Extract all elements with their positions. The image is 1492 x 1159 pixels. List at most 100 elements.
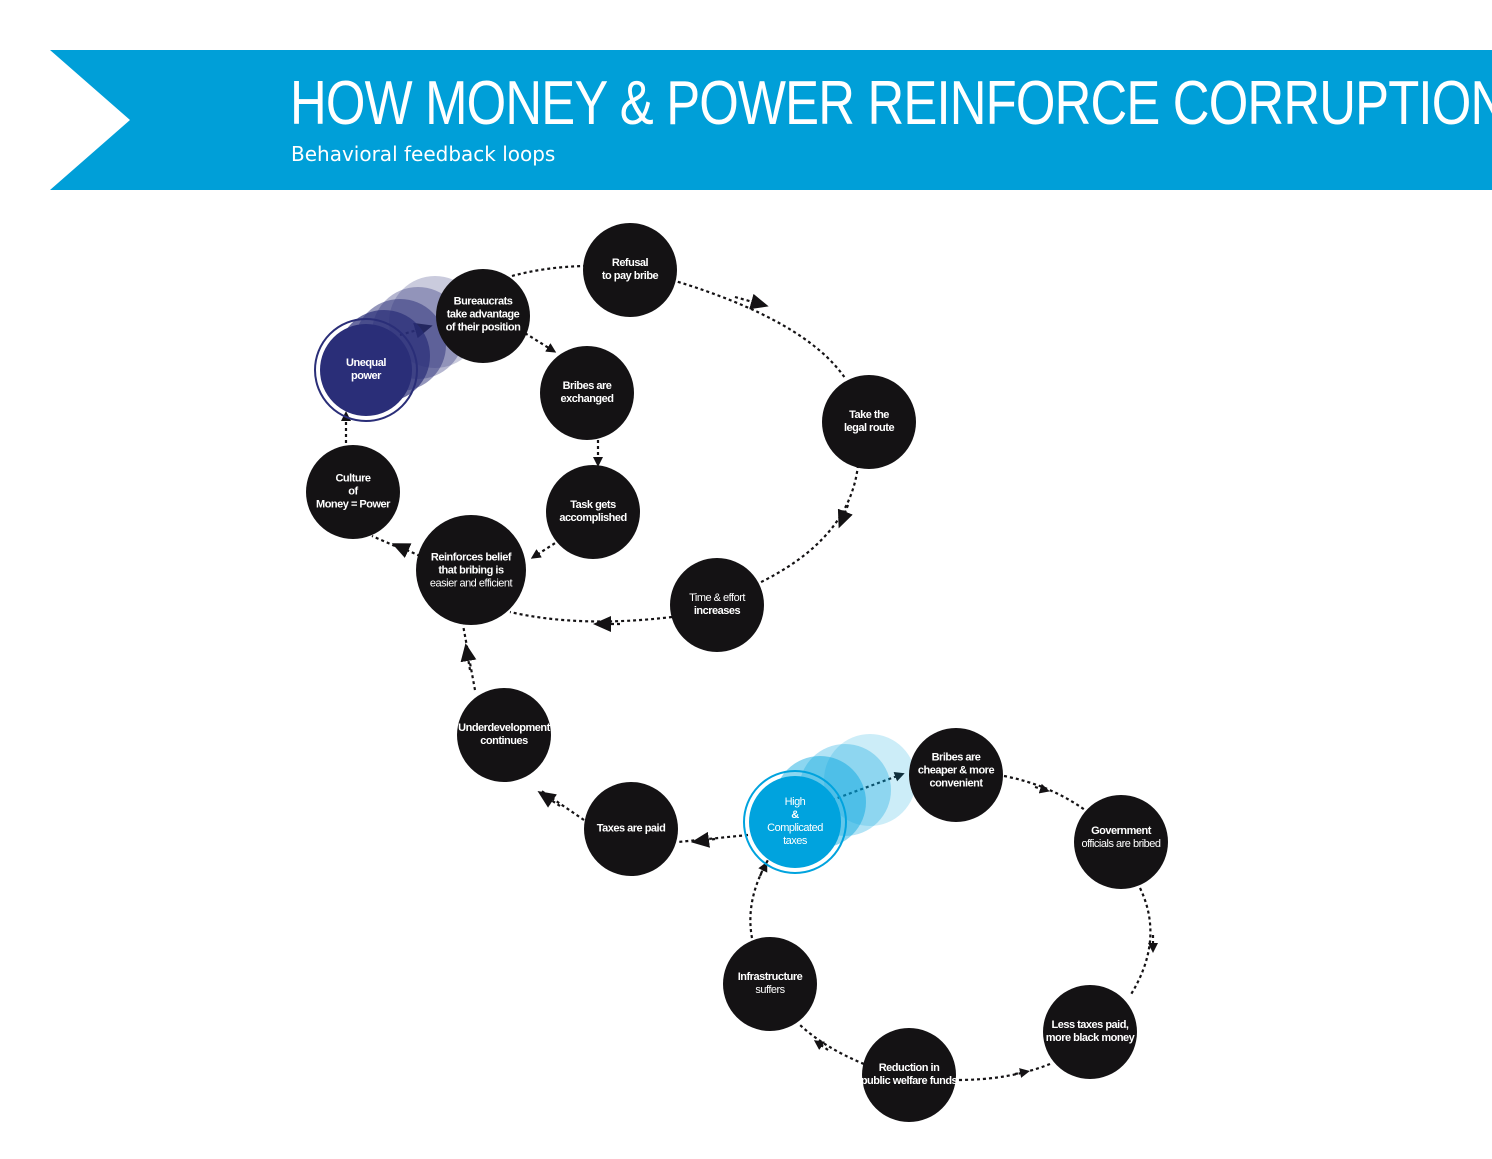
node-officials-bribed — [1074, 795, 1168, 889]
label-line: & — [791, 809, 799, 821]
label-bureaucrats: Bureaucrats take advantage of their posi… — [446, 296, 521, 335]
edge-reinforces-culture — [391, 543, 421, 558]
edge-high-taxes-paid-arrow — [691, 831, 716, 848]
label-line: Complicated — [767, 822, 823, 834]
edge-cheaper-officials — [1003, 774, 1086, 811]
node-less-taxes — [1043, 985, 1137, 1079]
node-reinforces — [416, 515, 526, 625]
edge-refusal-legal-route-arrow — [734, 293, 769, 310]
label-line: easier and efficient — [429, 577, 513, 590]
label-line: accomplished — [559, 512, 627, 524]
label-time-effort: Time & effort increases — [689, 592, 745, 618]
node-culture — [306, 445, 400, 539]
edge-refusal-legal-route — [671, 278, 846, 379]
edge-officials-less-taxes — [1129, 887, 1152, 997]
node-bureaucrats — [436, 269, 530, 363]
label-line: Refusal — [611, 257, 649, 269]
node-high-taxes-ring — [743, 770, 847, 874]
label-line: legal route — [843, 422, 895, 434]
label-line: Taxes are paid — [596, 822, 666, 835]
edge-task-reinforces — [530, 539, 561, 559]
edge-reduction-infrastructure-arrow — [813, 1040, 829, 1051]
label-refusal: Refusal to pay bribe — [601, 257, 659, 283]
node-legal-route — [822, 375, 916, 469]
edge-less-taxes-reduction-arrow — [1014, 1068, 1030, 1078]
label-infrastructure: Infrastructure suffers — [738, 971, 803, 997]
edge-taxes-underdev — [539, 789, 585, 821]
banner-shape — [50, 50, 1492, 190]
label-line: more black money — [1045, 1032, 1135, 1044]
label-line: suffers — [755, 984, 785, 996]
label-line: Bureaucrats — [453, 295, 513, 308]
label-line: Unequal — [346, 357, 386, 369]
node-reduction — [862, 1028, 956, 1122]
label-line: convenient — [929, 777, 983, 790]
label-taxes-paid: Taxes are paid — [597, 823, 666, 836]
label-culture: Culture of Money = Power — [316, 473, 390, 512]
label-line: Culture — [335, 472, 371, 485]
nodes — [306, 223, 1168, 1122]
label-task: Task gets accomplished — [559, 499, 627, 525]
trail-circle — [824, 734, 916, 826]
label-line: Less taxes paid, — [1051, 1019, 1129, 1031]
edge-high-bribes-cheaper — [831, 772, 905, 802]
label-line: exchanged — [560, 393, 614, 405]
edge-infrastructure-high-arrow — [758, 861, 768, 877]
label-officials-bribed: Government officials are bribed — [1081, 825, 1161, 851]
label-high-taxes: High & Complicated taxes — [767, 796, 823, 848]
label-legal-route: Take the legal route — [843, 409, 895, 435]
edge-bureaucrats-refusal — [511, 264, 585, 278]
label-line: Task gets — [570, 499, 616, 511]
node-unequal-power — [320, 324, 412, 416]
label-line: Government — [1091, 825, 1151, 837]
label-line: to pay bribe — [601, 270, 659, 282]
edge-less-taxes-reduction — [956, 1062, 1051, 1082]
page-subtitle: Behavioral feedback loops — [291, 142, 556, 166]
label-line: Infrastructure — [737, 971, 803, 983]
label-line: power — [351, 370, 381, 382]
edge-infrastructure-high — [749, 859, 769, 939]
node-task — [546, 465, 640, 559]
label-bribes-cheaper: Bribes are cheaper & more convenient — [917, 751, 995, 791]
node-underdevelopment — [457, 688, 551, 782]
label-reduction: Reduction in public welfare funds — [861, 1062, 958, 1088]
label-line: Reduction in — [878, 1062, 940, 1074]
label-unequal-power: Unequal power — [346, 357, 386, 383]
banner-ribbon — [50, 50, 1492, 190]
edge-reduction-infrastructure — [799, 1024, 865, 1066]
page-title: HOW MONEY & POWER REINFORCE CORRUPTION — [290, 69, 1492, 138]
node-refusal — [583, 223, 677, 317]
label-reinforces: Reinforces belief that bribing is easier… — [429, 551, 513, 591]
label-line: cheaper & more — [917, 764, 995, 777]
label-less-taxes: Less taxes paid, more black money — [1046, 1019, 1135, 1045]
label-line: take advantage — [446, 308, 520, 321]
label-line: taxes — [783, 835, 807, 847]
label-line: increases — [693, 605, 741, 617]
node-unequal-power-ring — [314, 318, 418, 422]
label-line: Take the — [849, 409, 889, 421]
node-bribes-cheaper — [909, 728, 1003, 822]
node-taxes-paid — [584, 782, 678, 876]
edge-time-reinforces — [509, 610, 673, 623]
edge-cheaper-officials-arrow — [1034, 783, 1050, 794]
node-infrastructure — [723, 937, 817, 1031]
label-line: Underdevelopment — [458, 722, 550, 734]
label-line: Bribes are — [931, 751, 981, 764]
label-line: of their position — [445, 321, 521, 334]
label-line: of — [348, 485, 358, 498]
edge-reinforces-culture-b — [371, 534, 396, 548]
edge-legal-route-time — [754, 464, 860, 586]
edge-underdev-reinforces — [461, 624, 477, 691]
label-line: High — [784, 796, 806, 808]
label-line: that bribing is — [438, 564, 504, 577]
title-banner: HOW MONEY & POWER REINFORCE CORRUPTION B… — [0, 0, 1492, 200]
label-bribes-exchanged: Bribes are exchanged — [561, 380, 614, 406]
node-bribes-exchanged — [540, 346, 634, 440]
node-high-taxes — [749, 776, 841, 868]
label-line: Money = Power — [316, 498, 390, 511]
label-line: officials are bribed — [1081, 838, 1161, 850]
label-line: Reinforces belief — [430, 551, 512, 564]
edge-legal-route-time-arrow — [837, 504, 853, 529]
node-time-effort — [670, 558, 764, 652]
